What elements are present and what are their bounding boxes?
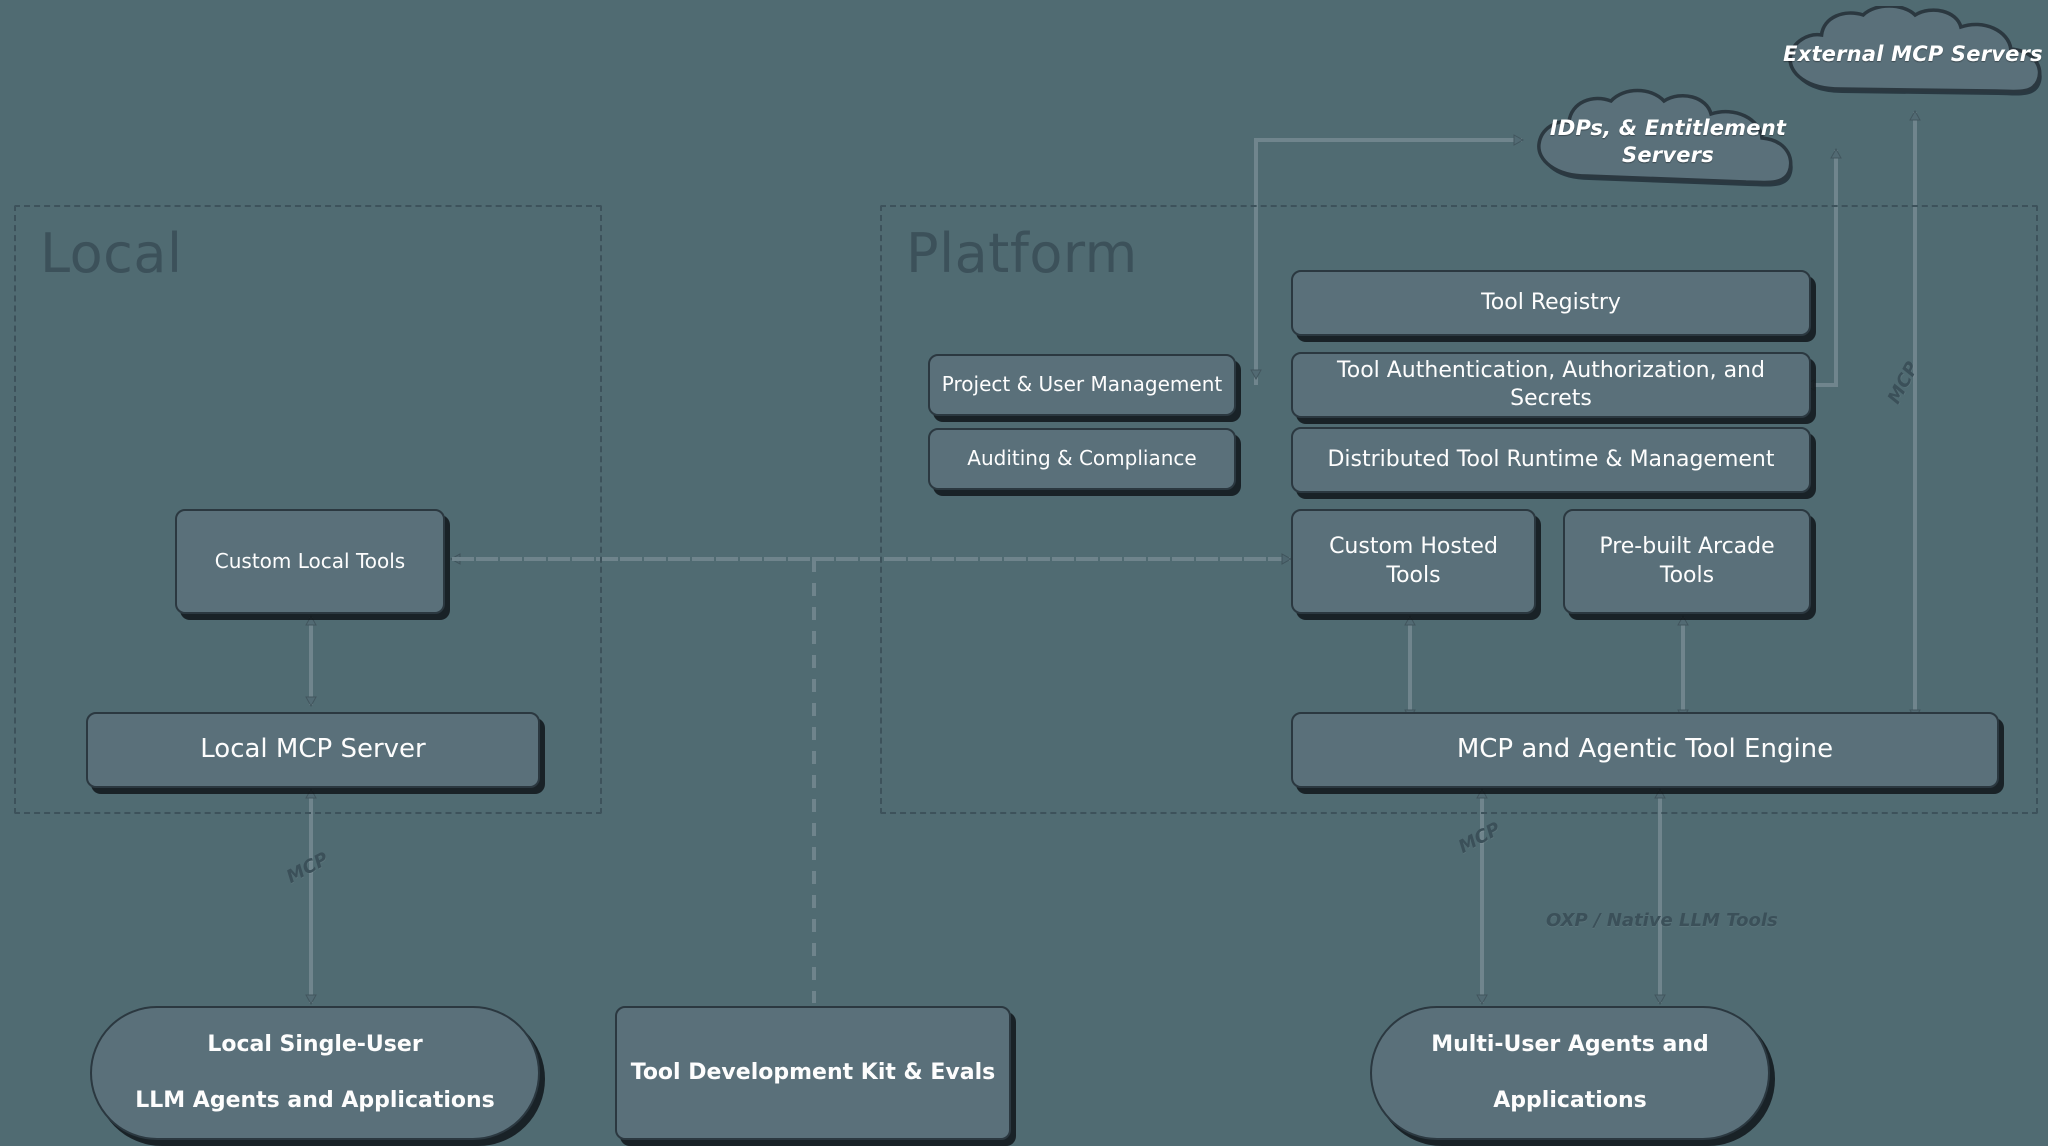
node-local-single-user-agents-label: Local Single-User LLM Agents and Applica…	[115, 1031, 515, 1115]
node-local-agents-line2: LLM Agents and Applications	[135, 1088, 495, 1114]
node-tool-auth-authz-secrets-label: Tool Authentication, Authorization, and …	[1337, 357, 1765, 411]
cloud-shape-icon	[1788, 6, 2042, 96]
node-mcp-agentic-tool-engine[interactable]: MCP and Agentic Tool Engine	[1291, 712, 1999, 788]
node-tool-auth-authz-secrets[interactable]: Tool Authentication, Authorization, and …	[1291, 352, 1811, 418]
node-custom-local-tools-label: Custom Local Tools	[214, 548, 406, 573]
node-local-mcp-server[interactable]: Local MCP Server	[86, 712, 540, 788]
cloud-external-mcp-servers[interactable]: External MCP Servers	[1778, 6, 2048, 110]
node-distributed-tool-runtime-label: Distributed Tool Runtime & Management	[1327, 446, 1775, 472]
node-tool-development-kit-evals[interactable]: Tool Development Kit & Evals	[615, 1006, 1011, 1140]
cloud-shape-icon	[1537, 88, 1793, 187]
node-tool-registry[interactable]: Tool Registry	[1291, 270, 1811, 336]
node-mcp-agentic-tool-engine-label: MCP and Agentic Tool Engine	[1456, 734, 1834, 765]
edge-label-mcp-local: MCP	[283, 848, 333, 888]
node-custom-hosted-tools[interactable]: Custom Hosted Tools	[1291, 509, 1536, 614]
node-tool-registry-label: Tool Registry	[1481, 289, 1621, 315]
node-auditing-compliance-label: Auditing & Compliance	[967, 446, 1197, 471]
cloud-idps-line2: Servers	[1622, 143, 1714, 167]
cloud-external-mcp-servers-label: External MCP Servers	[1783, 42, 2043, 67]
node-multi-user-agents[interactable]: Multi-User Agents and Applications	[1370, 1006, 1770, 1140]
cloud-idps-entitlement-servers[interactable]: IDPs, & Entitlement Servers	[1527, 88, 1809, 200]
node-project-user-management[interactable]: Project & User Management	[928, 354, 1236, 416]
node-custom-local-tools[interactable]: Custom Local Tools	[175, 509, 445, 614]
group-platform	[880, 205, 2038, 814]
node-local-mcp-server-label: Local MCP Server	[200, 734, 426, 765]
node-local-agents-line1: Local Single-User	[207, 1031, 423, 1057]
node-multi-user-agents-line1: Multi-User Agents and	[1431, 1031, 1709, 1057]
group-platform-label: Platform	[906, 222, 1138, 285]
node-distributed-tool-runtime[interactable]: Distributed Tool Runtime & Management	[1291, 427, 1811, 493]
node-tool-development-kit-evals-label: Tool Development Kit & Evals	[630, 1059, 996, 1085]
node-auditing-compliance[interactable]: Auditing & Compliance	[928, 428, 1236, 490]
edge-label-oxp-native-llm-tools: OXP / Native LLM Tools	[1546, 910, 1778, 931]
node-pre-built-arcade-tools-label: Pre-built Arcade Tools	[1599, 534, 1775, 588]
node-local-single-user-agents[interactable]: Local Single-User LLM Agents and Applica…	[90, 1006, 540, 1140]
node-multi-user-agents-line2: Applications	[1493, 1088, 1647, 1114]
cloud-idps-entitlement-servers-label: IDPs, & Entitlement Servers	[1550, 115, 1786, 170]
group-local	[14, 205, 602, 814]
edge-label-mcp-engine: MCP	[1455, 818, 1505, 858]
group-local-label: Local	[40, 222, 183, 285]
cloud-idps-line1: IDPs, & Entitlement	[1549, 115, 1787, 140]
node-project-user-management-label: Project & User Management	[941, 372, 1223, 397]
node-pre-built-arcade-tools[interactable]: Pre-built Arcade Tools	[1563, 509, 1811, 614]
node-custom-hosted-tools-label: Custom Hosted Tools	[1329, 534, 1498, 588]
node-multi-user-agents-label: Multi-User Agents and Applications	[1411, 1031, 1729, 1115]
